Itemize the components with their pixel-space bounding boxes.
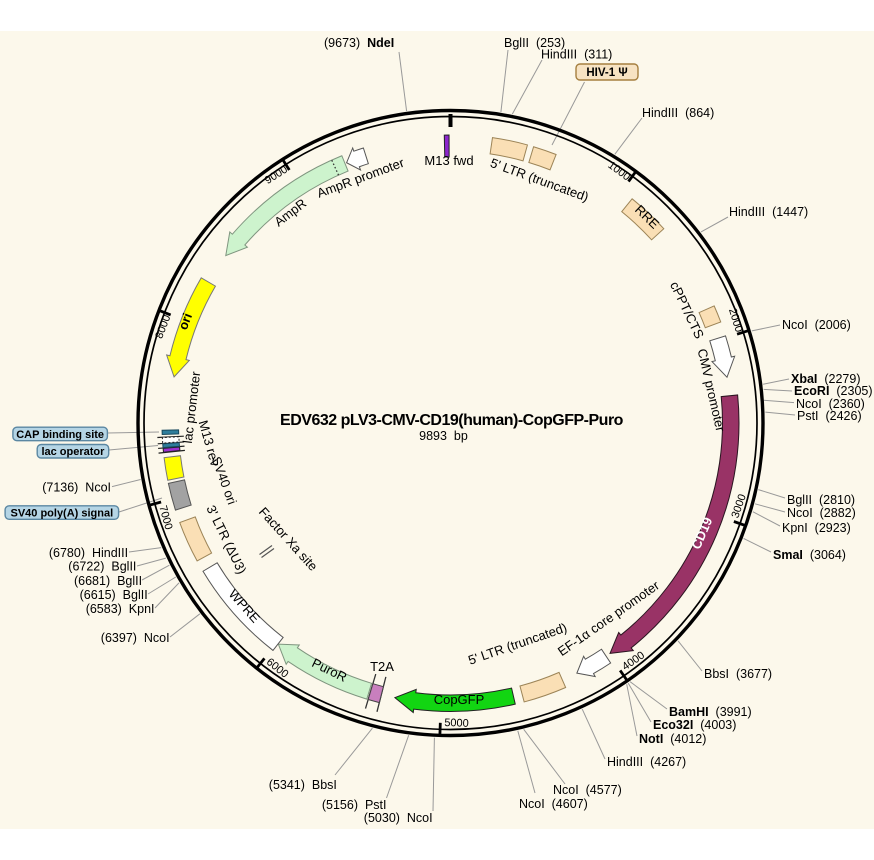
- svg-text:HIV-1 Ψ: HIV-1 Ψ: [586, 67, 627, 79]
- svg-text:(6397) NcoI: (6397) NcoI: [101, 631, 170, 645]
- svg-text:NcoI (2006): NcoI (2006): [782, 318, 851, 332]
- svg-text:HindIII (311): HindIII (311): [541, 48, 612, 62]
- svg-text:BglII (253): BglII (253): [504, 36, 565, 50]
- svg-text:(7136) NcoI: (7136) NcoI: [42, 481, 111, 495]
- svg-text:(5156) PstI: (5156) PstI: [322, 798, 387, 812]
- svg-text:ori: ori: [175, 311, 195, 332]
- svg-text:BglII (2810): BglII (2810): [787, 493, 855, 507]
- svg-text:5000: 5000: [444, 717, 469, 730]
- svg-text:CopGFP: CopGFP: [434, 692, 485, 707]
- svg-text:(6583) KpnI: (6583) KpnI: [86, 602, 155, 616]
- svg-text:NcoI (4577): NcoI (4577): [553, 783, 622, 797]
- svg-text:EcoRI (2305): EcoRI (2305): [794, 384, 873, 398]
- svg-text:XbaI (2279): XbaI (2279): [791, 372, 861, 386]
- svg-text:(5341) BbsI: (5341) BbsI: [269, 778, 337, 792]
- svg-text:NcoI (4607): NcoI (4607): [519, 797, 588, 811]
- svg-text:(5030) NcoI: (5030) NcoI: [364, 811, 433, 825]
- svg-text:CAP binding site: CAP binding site: [16, 429, 104, 441]
- svg-text:(6681) BglII: (6681) BglII: [74, 574, 142, 588]
- svg-text:(6722) BglII: (6722) BglII: [68, 560, 136, 574]
- svg-text:BamHI (3991): BamHI (3991): [669, 705, 752, 719]
- svg-text:NotI (4012): NotI (4012): [639, 732, 706, 746]
- svg-text:NcoI (2882): NcoI (2882): [787, 506, 856, 520]
- svg-text:(6615) BglII: (6615) BglII: [80, 588, 148, 602]
- svg-text:M13 fwd: M13 fwd: [424, 153, 473, 168]
- svg-text:(6780) HindIII: (6780) HindIII: [49, 546, 128, 560]
- svg-text:NcoI (2360): NcoI (2360): [796, 397, 865, 411]
- svg-text:SV40 poly(A) signal: SV40 poly(A) signal: [10, 508, 113, 520]
- svg-text:BbsI (3677): BbsI (3677): [704, 667, 772, 681]
- svg-text:9893 bp: 9893 bp: [419, 429, 468, 443]
- svg-text:HindIII (1447): HindIII (1447): [729, 205, 808, 219]
- svg-text:HindIII (864): HindIII (864): [642, 106, 714, 120]
- svg-text:Eco32I (4003): Eco32I (4003): [653, 718, 736, 732]
- svg-text:KpnI (2923): KpnI (2923): [782, 521, 851, 535]
- svg-text:T2A: T2A: [370, 659, 394, 674]
- svg-text:(9673) NdeI: (9673) NdeI: [324, 36, 394, 50]
- svg-text:lac operator: lac operator: [41, 446, 105, 458]
- svg-text:HindIII (4267): HindIII (4267): [607, 755, 686, 769]
- svg-text:SmaI (3064): SmaI (3064): [773, 548, 846, 562]
- svg-text:PstI (2426): PstI (2426): [797, 409, 862, 423]
- svg-text:EDV632 pLV3-CMV-CD19(human)-Co: EDV632 pLV3-CMV-CD19(human)-CopGFP-Puro: [280, 412, 624, 429]
